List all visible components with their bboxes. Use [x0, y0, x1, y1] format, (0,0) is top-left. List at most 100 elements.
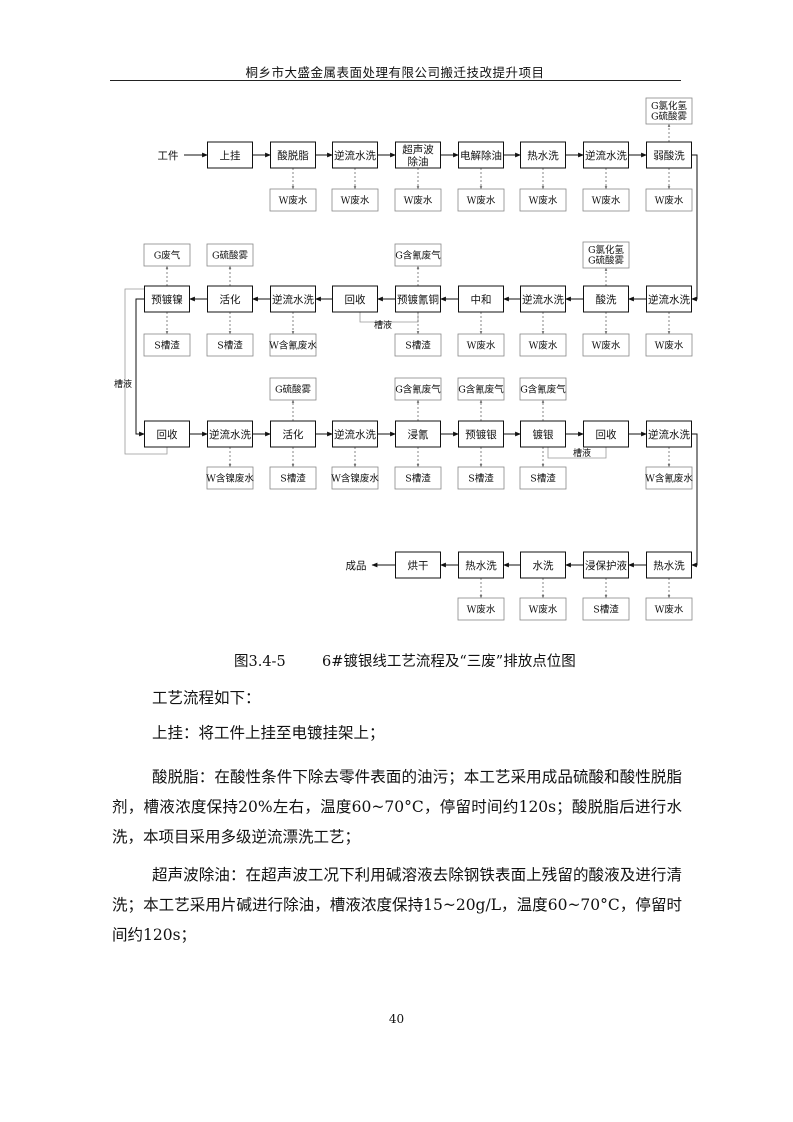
discharge-label: W废水 — [341, 194, 370, 206]
process-step-label-line: 除油 — [408, 155, 429, 168]
discharge-label: W废水 — [404, 194, 433, 206]
process-step-box — [207, 141, 253, 169]
discharge-label-line: W废水 — [529, 603, 558, 615]
process-step-box — [144, 420, 190, 448]
process-step-box — [583, 420, 629, 448]
discharge-label-line: S槽渣 — [280, 472, 306, 484]
discharge-label-line: W废水 — [404, 194, 433, 206]
emission-label-box — [457, 377, 505, 401]
emission-label-line: G含氰废气 — [395, 249, 441, 261]
discharge-label-box — [645, 188, 693, 212]
flow-connectors — [124, 152, 698, 568]
process-step-label-line: 超声波 — [402, 143, 434, 156]
discharge-label-line: W含镍废水 — [206, 472, 254, 484]
emission-label-box — [394, 377, 442, 401]
process-steps: 上挂酸脱脂逆流水洗超声波除油电解除油热水洗逆流水洗弱酸洗预镀镍活化逆流水洗回收预… — [144, 141, 692, 579]
process-step-box — [646, 141, 692, 169]
paragraph-ultrasonic-degreasing: 超声波除油：在超声波工况下利用碱溶液去除钢铁表面上残留的酸液及进行清洗；本工艺采… — [112, 866, 682, 944]
discharge-label: W废水 — [467, 194, 496, 206]
discharge-label-box — [519, 333, 567, 357]
emission-label-line: G废气 — [154, 249, 181, 261]
discharge-label-box — [269, 333, 317, 357]
process-step-box — [207, 285, 253, 313]
start-label: 工件 — [158, 150, 179, 162]
process-step-box — [270, 141, 316, 169]
discharge-label-line: W废水 — [279, 194, 308, 206]
document-header: 桐乡市大盛金属表面处理有限公司搬迁技改提升项目 — [245, 65, 545, 80]
discharge-label: W废水 — [467, 339, 496, 351]
discharge-label-box — [519, 188, 567, 212]
process-step-label: 热水洗 — [653, 559, 685, 572]
emission-label-box — [519, 377, 567, 401]
process-step-box — [395, 420, 441, 448]
discharge-label: W废水 — [655, 603, 684, 615]
discharge-label: W废水 — [279, 194, 308, 206]
row-link-arrow — [690, 433, 698, 568]
discharge-label-box — [143, 333, 191, 357]
discharge-label: W含氰废水 — [645, 472, 693, 484]
emission-label-line: G硫酸雾 — [212, 249, 249, 261]
discharge-label-line: W含氰废水 — [269, 339, 317, 351]
discharge-label-box — [331, 466, 379, 490]
discharge-label-box — [645, 597, 693, 621]
process-step-label: 上挂 — [220, 149, 241, 162]
row-link-arrow — [135, 298, 146, 437]
process-step-label: 热水洗 — [527, 149, 559, 162]
discharge-label-box — [269, 188, 317, 212]
process-step-label: 回收 — [157, 428, 178, 441]
process-step-box — [583, 141, 629, 169]
discharge-label-box — [645, 466, 693, 490]
discharge-label: S槽渣 — [280, 472, 306, 484]
discharge-label-line: W含镍废水 — [331, 472, 379, 484]
discharge-label: W废水 — [592, 339, 621, 351]
discharge-label-box — [394, 188, 442, 212]
discharge-label-box — [206, 466, 254, 490]
process-step-label: 逆流水洗 — [334, 149, 376, 162]
emission-label-box — [582, 241, 630, 269]
discharge-label: S槽渣 — [468, 472, 494, 484]
discharge-label-box — [582, 333, 630, 357]
process-step-label: 烘干 — [408, 560, 429, 572]
process-step-box — [270, 285, 316, 313]
process-step-box — [332, 420, 378, 448]
header-rule — [110, 80, 681, 81]
process-step-box — [395, 551, 441, 579]
discharge-label-line: W废水 — [655, 339, 684, 351]
emission-label-box — [269, 377, 317, 401]
discharge-label: W废水 — [529, 603, 558, 615]
discharge-label-box — [582, 597, 630, 621]
process-step-box — [458, 141, 504, 169]
discharge-label-box — [645, 333, 693, 357]
discharge-label: S槽渣 — [530, 472, 556, 484]
discharge-label-line: W废水 — [655, 194, 684, 206]
process-step-box — [520, 551, 566, 579]
discharge-label: W含镍废水 — [206, 472, 254, 484]
emission-label-line: G含氰废气 — [458, 383, 504, 395]
discharge-label-box — [394, 466, 442, 490]
process-step-box — [207, 420, 253, 448]
process-step-label: 浸保护液 — [585, 559, 627, 572]
process-step-box — [332, 285, 378, 313]
discharge-label-line: W含氰废水 — [645, 472, 693, 484]
discharge-label-line: S槽渣 — [405, 472, 431, 484]
process-step-label: 回收 — [345, 293, 366, 306]
emission-label: G硫酸雾 — [275, 383, 312, 395]
discharge-label-line: W废水 — [655, 603, 684, 615]
paragraph-hanging: 上挂：将工件上挂至电镀挂架上； — [152, 724, 385, 742]
discharge-label-line: W废水 — [592, 194, 621, 206]
process-step-box — [144, 285, 190, 313]
discharge-label-box — [269, 466, 317, 490]
discharge-label: S槽渣 — [217, 339, 243, 351]
process-step-label: 逆流水洗 — [209, 428, 251, 441]
discharge-label: W废水 — [529, 194, 558, 206]
process-step-label: 中和 — [471, 293, 492, 306]
emission-label-line: G氯化氢 — [651, 100, 688, 112]
bath-recycle-label: 槽液 — [374, 319, 392, 331]
process-step-box — [458, 420, 504, 448]
discharge-label: S槽渣 — [405, 472, 431, 484]
emission-label-box — [394, 243, 442, 267]
emission-label: G含氰废气 — [395, 383, 441, 395]
emission-label: G硫酸雾 — [212, 249, 249, 261]
process-step-label: 预镀银 — [465, 428, 497, 441]
